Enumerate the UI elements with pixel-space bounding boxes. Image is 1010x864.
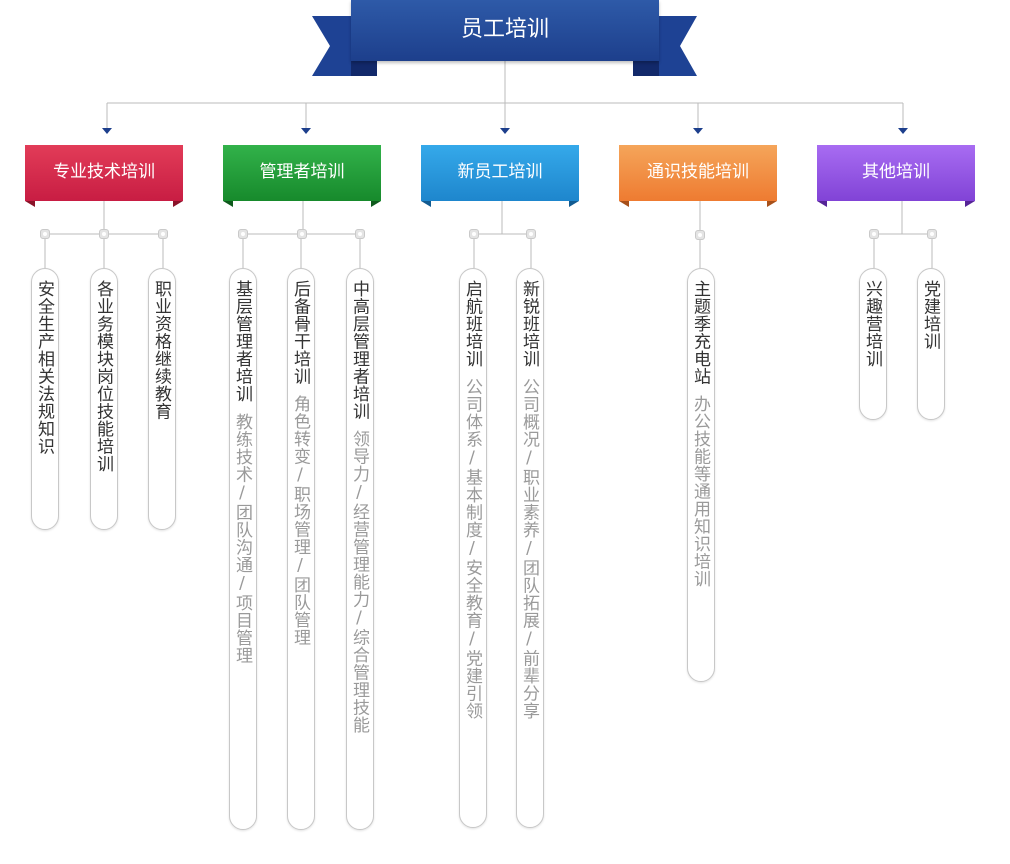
training-item: 新锐班培训 公司概况/职业素养/团队拓展/前辈分享: [516, 268, 544, 828]
arrow-icon: [898, 128, 908, 134]
banner-right-fold: [633, 61, 659, 76]
training-item-title: 安全生产相关法规知识: [34, 280, 54, 455]
training-item-title: 基层管理者培训: [232, 280, 252, 403]
category-professional-skills: 专业技术培训: [25, 145, 183, 201]
training-item-desc: 角色转变/职场管理/团队管理: [290, 395, 310, 646]
training-item: 安全生产相关法规知识: [31, 268, 59, 530]
training-item-title: 党建培训: [920, 280, 940, 350]
training-item-desc: 公司体系/基本制度/安全教育/党建引领: [462, 377, 482, 720]
training-item: 兴趣营培训: [859, 268, 887, 420]
category-managers: 管理者培训: [223, 145, 381, 201]
training-item: 职业资格继续教育: [148, 268, 176, 530]
training-item-title: 启航班培训: [462, 280, 482, 368]
training-item-title: 后备骨干培训: [290, 280, 310, 385]
training-item-title: 主题季充电站: [690, 280, 710, 385]
connector-knob: [355, 229, 365, 239]
category-general-skills: 通识技能培训: [619, 145, 777, 201]
connector-knob: [297, 229, 307, 239]
connector-knob: [526, 229, 536, 239]
training-item: 中高层管理者培训 领导力/经营管理能力/综合管理技能: [346, 268, 374, 830]
category-new-employees: 新员工培训: [421, 145, 579, 201]
arrow-icon: [102, 128, 112, 134]
training-item: 党建培训: [917, 268, 945, 420]
page-title: 员工培训: [351, 0, 659, 61]
training-item: 基层管理者培训 教练技术/团队沟通/项目管理: [229, 268, 257, 830]
arrow-icon: [301, 128, 311, 134]
connector-knob: [695, 230, 705, 240]
training-item-desc: 领导力/经营管理能力/综合管理技能: [349, 430, 369, 734]
training-item-title: 新锐班培训: [519, 280, 539, 368]
banner-left-fold: [351, 61, 377, 76]
category-other: 其他培训: [817, 145, 975, 201]
training-item-title: 各业务模块岗位技能培训: [93, 280, 113, 473]
training-item: 后备骨干培训 角色转变/职场管理/团队管理: [287, 268, 315, 830]
training-item: 各业务模块岗位技能培训: [90, 268, 118, 530]
connector-knob: [869, 229, 879, 239]
training-item: 启航班培训 公司体系/基本制度/安全教育/党建引领: [459, 268, 487, 828]
training-item-desc: 公司概况/职业素养/团队拓展/前辈分享: [519, 377, 539, 720]
connector-knob: [40, 229, 50, 239]
training-item-desc: 办公技能等通用知识培训: [690, 395, 710, 588]
connector-knob: [99, 229, 109, 239]
training-item-desc: 教练技术/团队沟通/项目管理: [232, 412, 252, 664]
connector-knob: [158, 229, 168, 239]
banner-right-tail: [659, 16, 697, 76]
arrow-icon: [693, 128, 703, 134]
training-item-title: 兴趣营培训: [862, 280, 882, 368]
banner-left-tail: [312, 16, 351, 76]
training-item-title: 中高层管理者培训: [349, 280, 369, 420]
arrow-icon: [500, 128, 510, 134]
connector-knob: [469, 229, 479, 239]
connector-knob: [238, 229, 248, 239]
training-item-title: 职业资格继续教育: [151, 280, 171, 420]
training-item: 主题季充电站 办公技能等通用知识培训: [687, 268, 715, 682]
connector-knob: [927, 229, 937, 239]
